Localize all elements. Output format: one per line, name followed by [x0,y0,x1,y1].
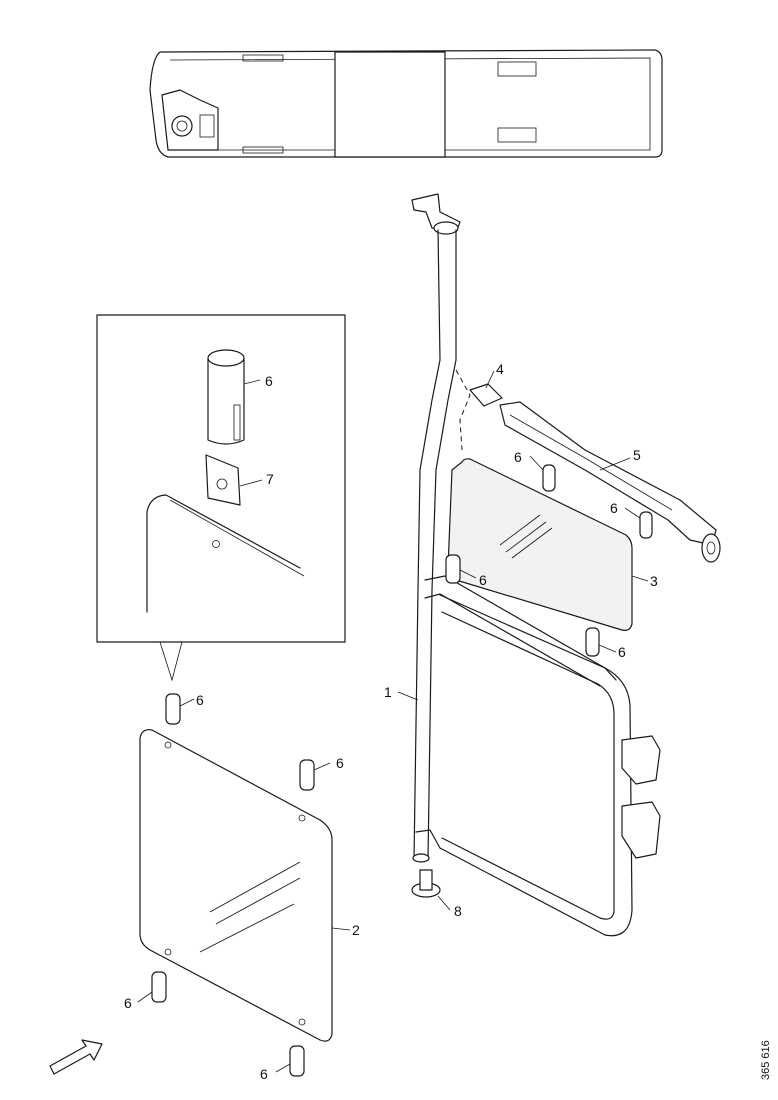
label-spacer: 6 [336,755,344,771]
label-frame: 1 [384,684,392,700]
label-spacer: 6 [196,692,204,708]
leader-lines [137,370,649,1073]
part-labels: 1 2 3 4 5 6 6 6 6 6 6 6 6 6 7 8 [124,361,658,1082]
side-glass [139,729,333,1042]
frame-assembly [411,193,721,937]
vehicle-overview [149,49,663,158]
label-spacer: 6 [610,500,618,516]
label-spacer: 6 [618,644,626,660]
reference-code: 365 616 [760,1040,772,1080]
label-spacer: 6 [479,572,487,588]
frame-spacers [445,464,653,657]
label-spacer: 6 [124,995,132,1011]
glass-spacers [151,693,315,1077]
highlight-area [334,51,446,158]
label-upper-glass: 3 [650,573,658,589]
label-detail-spacer: 6 [265,373,273,389]
detail-inset [96,314,346,682]
arrow-icon [49,1039,103,1075]
label-spacer: 6 [514,449,522,465]
label-foot-mount: 8 [454,903,462,919]
label-side-glass: 2 [352,922,360,938]
label-spacer: 6 [260,1066,268,1082]
label-bracket-top: 4 [496,361,504,377]
label-detail-clip: 7 [266,471,274,487]
label-cross-bar: 5 [633,447,641,463]
